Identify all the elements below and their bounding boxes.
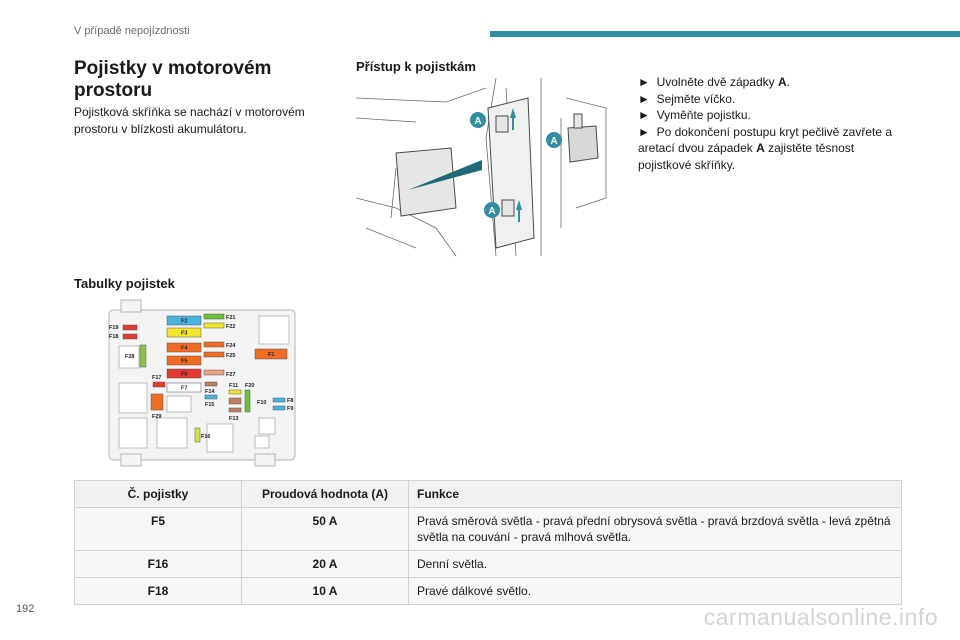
callout-a-1: A — [470, 112, 486, 128]
page-number: 192 — [16, 603, 35, 615]
fuse-box-diagram: F19 F18 F28 F2 F3 F4 F5 F6 F7 F17 F29 F2… — [108, 299, 296, 467]
fuse-label: F14 — [205, 389, 215, 395]
fuse-box-access-illustration: A A A — [356, 78, 616, 258]
fuse-label: F27 — [226, 372, 235, 378]
fuse-label: F4 — [181, 346, 188, 352]
fuse-label: F6 — [181, 372, 187, 378]
fuse-function: Denní světla. — [408, 550, 902, 578]
step-item: ► Sejměte víčko. — [638, 91, 736, 106]
column-header: Proudová hodnota (A) — [241, 480, 409, 508]
fuse-label: F28 — [125, 354, 134, 360]
section-title: V případě nepojízdnosti — [74, 25, 190, 37]
fuse-label: F5 — [181, 359, 187, 365]
fuse-label: F15 — [205, 402, 214, 408]
watermark: carmanualsonline.info — [703, 604, 938, 630]
fuse-label: F7 — [181, 386, 187, 392]
fuse-label: F3 — [181, 331, 187, 337]
fuse-label: F29 — [152, 414, 161, 420]
fuse-label: F20 — [245, 383, 254, 389]
fuse-number: F5 — [74, 507, 242, 551]
fuse-number: F18 — [74, 577, 242, 605]
fuse-label: F8 — [287, 398, 293, 404]
fuse-function: Pravá směrová světla - pravá přední obry… — [408, 507, 902, 551]
fuse-tables-heading: Tabulky pojistek — [74, 276, 175, 291]
callout-a-label: A — [488, 206, 495, 217]
callout-a-label: A — [550, 136, 557, 147]
fuse-label: F25 — [226, 353, 235, 359]
step-item: ► Po dokončení postupu kryt pečlivě zavř… — [638, 124, 893, 172]
fuse-label: F13 — [229, 416, 238, 422]
callout-a-label: A — [474, 116, 481, 127]
step-item: ► Vyměňte pojistku. — [638, 108, 751, 122]
fuse-rating: 20 A — [241, 550, 409, 578]
fuse-label: F22 — [226, 324, 235, 330]
callout-a-3: A — [484, 202, 500, 218]
fuse-label: F19 — [109, 325, 118, 331]
fuse-label: F24 — [226, 343, 236, 349]
fuse-label: F2 — [181, 319, 187, 325]
fuse-label: F17 — [152, 375, 161, 381]
fuse-label: F10 — [257, 400, 266, 406]
access-steps: ► Uvolněte dvě západky A. ► Sejměte víčk… — [638, 74, 908, 173]
column-header: Č. pojistky — [74, 480, 242, 508]
step-item: ► Uvolněte dvě západky A. — [638, 75, 790, 89]
table-row: F18 10 A Pravé dálkové světlo. — [74, 577, 902, 605]
fuse-number: F16 — [74, 550, 242, 578]
column-header: Funkce — [408, 480, 902, 508]
table-header-row: Č. pojistky Proudová hodnota (A) Funkce — [74, 480, 902, 508]
fuse-rating: 10 A — [241, 577, 409, 605]
fuse-label: F21 — [226, 315, 235, 321]
page-title: Pojistky v motorovém prostoru — [74, 58, 272, 101]
fuse-label: F1 — [268, 352, 274, 358]
table-row: F5 50 A Pravá směrová světla - pravá pře… — [74, 507, 902, 551]
fuse-table: Č. pojistky Proudová hodnota (A) Funkce … — [74, 480, 902, 605]
fuse-label: F11 — [229, 383, 238, 389]
fuse-rating: 50 A — [241, 507, 409, 551]
fuse-label: F16 — [201, 434, 210, 440]
table-row: F16 20 A Denní světla. — [74, 550, 902, 578]
header-accent-bar — [490, 31, 960, 37]
fuse-label: F18 — [109, 334, 118, 340]
fuse-label: F9 — [287, 406, 293, 412]
callout-a-2: A — [546, 132, 562, 148]
fuse-function: Pravé dálkové světlo. — [408, 577, 902, 605]
access-heading: Přístup k pojistkám — [356, 59, 476, 74]
intro-paragraph: Pojistková skříňka se nachází v motorové… — [74, 105, 305, 136]
